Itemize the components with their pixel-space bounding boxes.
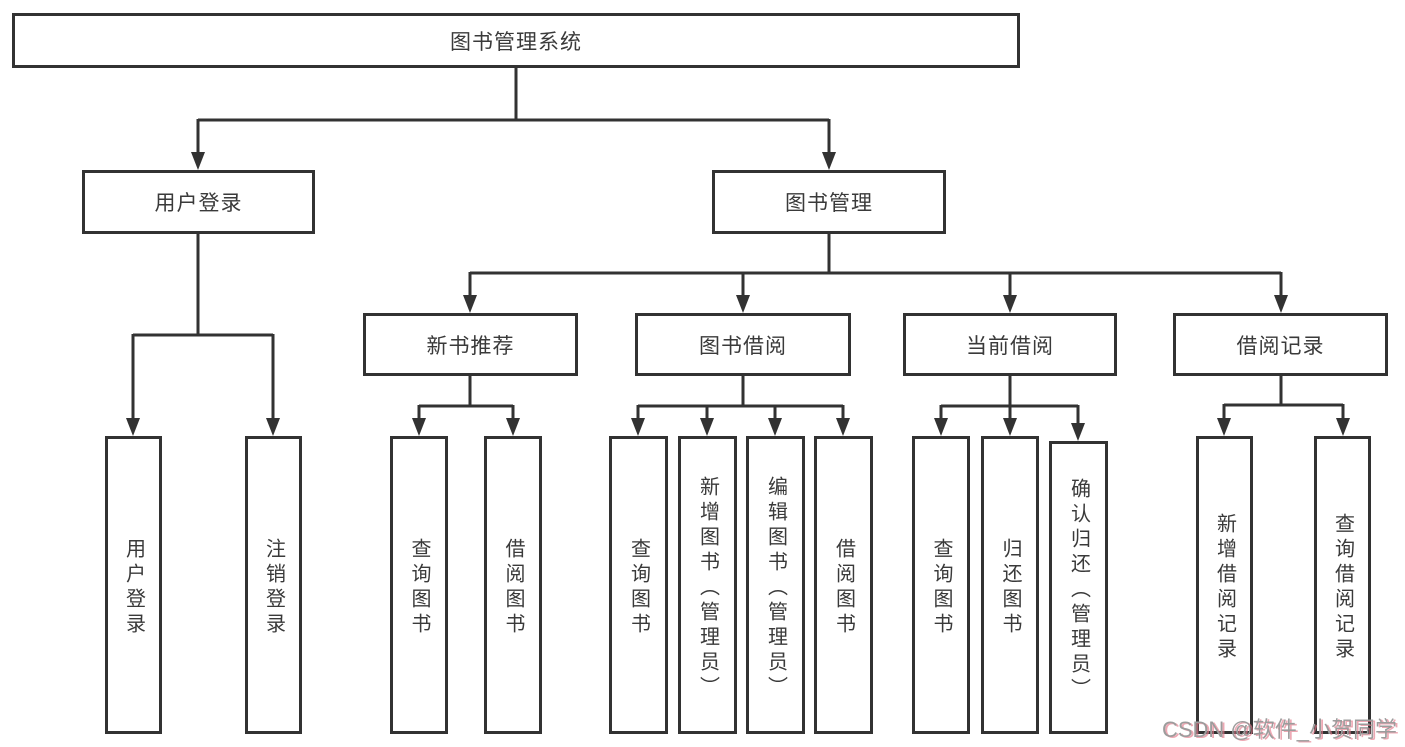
node-borrowing-records: 借阅记录	[1173, 313, 1388, 376]
leaf-return-books: 归还图书	[981, 436, 1039, 734]
leaf-query-books-current: 查询图书	[912, 436, 970, 734]
leaf-logout: 注销登录	[245, 436, 302, 734]
node-book-borrowing: 图书借阅	[635, 313, 851, 376]
leaf-confirm-return-admin: 确认归还（管理员）	[1049, 441, 1108, 734]
leaf-query-books-recommend: 查询图书	[390, 436, 448, 734]
node-new-book-recommend: 新书推荐	[363, 313, 578, 376]
node-book-management-branch: 图书管理	[712, 170, 946, 234]
leaf-add-books-admin: 新增图书（管理员）	[678, 436, 737, 734]
node-current-borrowing: 当前借阅	[903, 313, 1117, 376]
leaf-borrow-books-recommend: 借阅图书	[484, 436, 542, 734]
leaf-borrow-books: 借阅图书	[814, 436, 873, 734]
leaf-user-login: 用户登录	[105, 436, 162, 734]
csdn-watermark: CSDN @软件_小贺同学	[1161, 717, 1397, 742]
leaf-add-borrow-record: 新增借阅记录	[1196, 436, 1253, 734]
node-user-login-branch: 用户登录	[82, 170, 315, 234]
leaf-edit-books-admin: 编辑图书（管理员）	[746, 436, 805, 734]
node-root-library-system: 图书管理系统	[12, 13, 1020, 68]
leaf-query-books-borrowing: 查询图书	[609, 436, 668, 734]
leaf-query-borrow-record: 查询借阅记录	[1314, 436, 1371, 734]
